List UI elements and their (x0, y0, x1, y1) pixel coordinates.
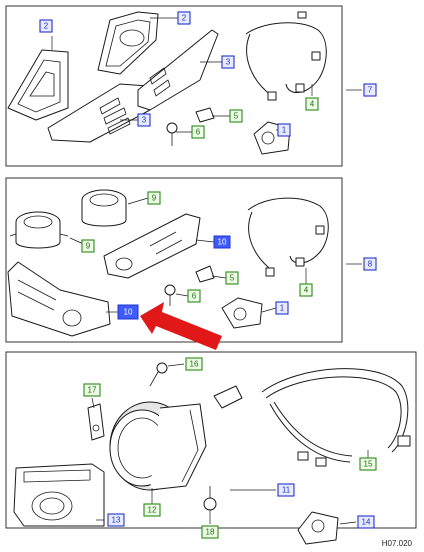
callout-8: 8 (363, 257, 377, 271)
svg-text:7: 7 (368, 86, 373, 95)
lamp-bulb (213, 385, 243, 409)
svg-text:9: 9 (86, 242, 91, 251)
lamp-cover-right (97, 11, 159, 75)
callout-13: 13 (107, 513, 125, 527)
lamp-bracket (87, 403, 105, 441)
callout-4-a: 4 (305, 97, 319, 111)
svg-text:1: 1 (280, 304, 285, 313)
fog-grille-right (103, 213, 201, 279)
highlight-arrow (140, 302, 222, 350)
lamp-cover-left (7, 49, 69, 121)
clip-part-p2 (195, 265, 215, 283)
callout-9-b: 9 (81, 239, 95, 253)
clip-part-p1 (195, 107, 215, 123)
svg-text:5: 5 (234, 112, 239, 121)
switch-part-p3 (297, 511, 339, 545)
callout-17: 17 (83, 383, 101, 397)
housing-ring-left (9, 211, 69, 249)
wiring-harness-p2 (247, 197, 329, 277)
svg-text:12: 12 (148, 506, 157, 515)
svg-text:10: 10 (218, 238, 227, 247)
callout-3-b: 3 (137, 113, 151, 127)
callout-6-a: 6 (191, 125, 205, 139)
fog-bezel (13, 463, 105, 527)
svg-text:11: 11 (282, 486, 291, 495)
screw-part-p2 (164, 284, 176, 306)
callout-14: 14 (357, 515, 375, 529)
svg-text:9: 9 (152, 194, 157, 203)
callout-4-b: 4 (299, 283, 313, 297)
svg-text:8: 8 (368, 260, 373, 269)
wiring-harness-p3 (261, 368, 411, 467)
callout-12: 12 (143, 503, 161, 517)
svg-text:6: 6 (192, 292, 197, 301)
switch-part-p2 (221, 297, 263, 329)
svg-text:17: 17 (88, 386, 97, 395)
callout-1-b: 1 (275, 301, 289, 315)
svg-text:5: 5 (230, 274, 235, 283)
fog-grille-left (7, 261, 111, 337)
callout-2-b: 2 (177, 11, 191, 25)
housing-ring-right (81, 189, 127, 227)
svg-text:2: 2 (182, 14, 187, 23)
svg-text:16: 16 (190, 360, 199, 369)
callout-10-b: 10 (117, 304, 139, 320)
wiring-harness-p1 (245, 11, 327, 101)
callout-7: 7 (363, 83, 377, 97)
svg-text:4: 4 (304, 286, 309, 295)
callout-1-a: 1 (277, 123, 291, 137)
callout-11: 11 (277, 483, 295, 497)
callout-6-b: 6 (187, 289, 201, 303)
bezel-trim-right (137, 29, 219, 111)
svg-text:1: 1 (282, 126, 287, 135)
panel-middle (5, 177, 343, 343)
screw-part-p1 (166, 122, 178, 146)
callout-9-a: 9 (147, 191, 161, 205)
svg-text:3: 3 (142, 116, 147, 125)
callout-5-b: 5 (225, 271, 239, 285)
callout-18: 18 (201, 525, 219, 539)
svg-text:6: 6 (196, 128, 201, 137)
svg-text:13: 13 (112, 516, 121, 525)
callout-2-a: 2 (39, 19, 53, 33)
fog-lamp-unit (109, 401, 207, 491)
svg-text:4: 4 (310, 100, 315, 109)
adjuster-screw (149, 362, 168, 387)
svg-text:18: 18 (206, 528, 215, 537)
reference-code: H07.020 (381, 539, 412, 548)
callout-10-a: 10 (213, 235, 231, 249)
callout-3-a: 3 (221, 55, 235, 69)
svg-text:14: 14 (362, 518, 371, 527)
callout-16: 16 (185, 357, 203, 371)
svg-text:15: 15 (364, 460, 373, 469)
callout-15: 15 (359, 457, 377, 471)
callout-5-a: 5 (229, 109, 243, 123)
svg-text:10: 10 (124, 308, 133, 317)
svg-text:2: 2 (44, 22, 49, 31)
svg-text:3: 3 (226, 58, 231, 67)
